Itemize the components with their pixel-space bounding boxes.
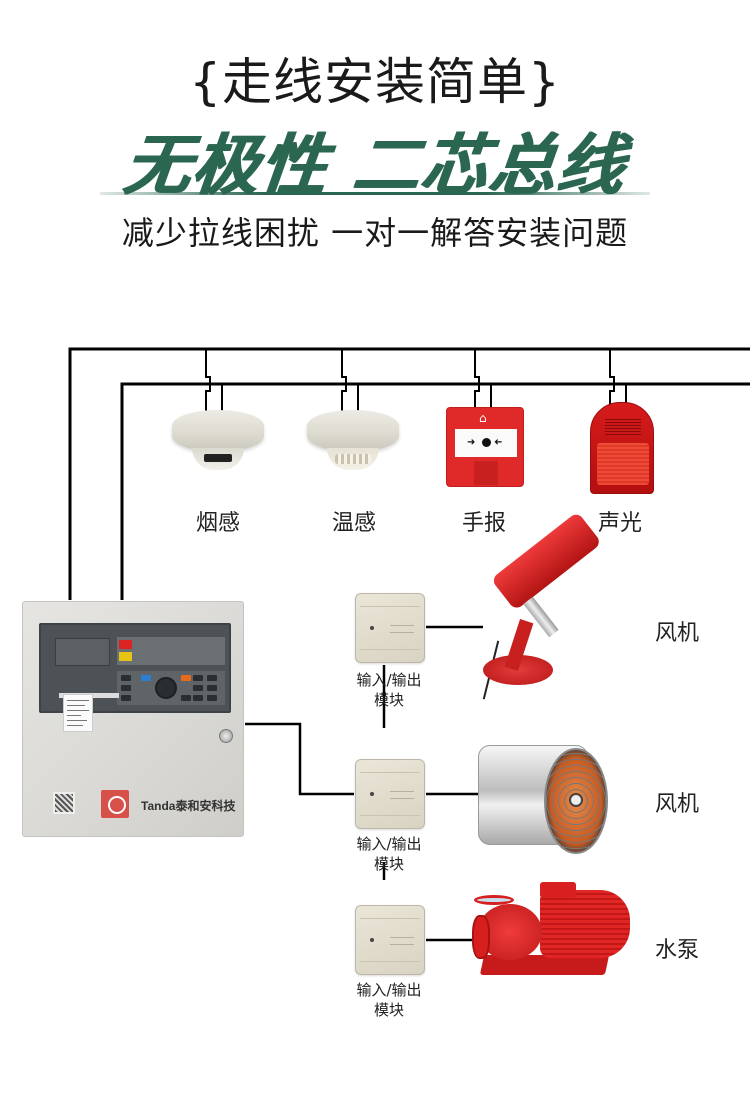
equipment-label: 风机	[655, 792, 700, 817]
panel-to-module-line	[245, 722, 354, 796]
manual-call-point-icon: ⌂ ➜ ➜	[446, 407, 524, 487]
qr-code-icon	[53, 792, 75, 814]
status-indicators	[117, 637, 225, 665]
io-module-label: 输入/输出 模块	[356, 981, 422, 1019]
io-module-label: 输入/输出 模块	[356, 671, 422, 709]
drop-sounder-a	[609, 349, 615, 404]
drop-smoke-a	[205, 349, 211, 412]
brand-name: Tanda泰和安科技	[141, 799, 236, 813]
house-fire-icon: ⌂	[479, 411, 487, 425]
fire-alarm-control-panel-icon: Tanda泰和安科技	[22, 601, 244, 837]
sounder-strobe-label: 声光	[597, 511, 642, 536]
io-module-icon	[355, 593, 425, 663]
lcd-screen	[55, 638, 110, 666]
smoke-detector-label: 烟感	[195, 511, 240, 536]
keypad	[117, 671, 225, 705]
bus-line-inner	[120, 382, 750, 600]
brand-logo-icon	[101, 790, 129, 818]
sounder-strobe-icon	[590, 402, 654, 494]
printer-receipt	[63, 694, 93, 732]
manual-call-point-label: 手报	[461, 511, 506, 536]
smoke-detector-icon	[170, 410, 266, 480]
header-title: {走线安装简单}	[189, 53, 561, 111]
io-module-icon	[355, 759, 425, 829]
equipment-label: 风机	[655, 621, 700, 646]
bus-line-outer	[68, 347, 750, 600]
header-subtitle: 减少拉线困扰 一对一解答安装问题	[121, 214, 629, 252]
drop-heat-a	[341, 349, 347, 412]
drop-callpoint-a	[474, 349, 480, 408]
equipment-label: 水泵	[655, 938, 700, 963]
header-divider	[100, 192, 650, 195]
heat-detector-label: 温感	[331, 511, 376, 536]
io-module-label: 输入/输出 模块	[356, 835, 422, 873]
key-lock-icon	[219, 729, 233, 743]
io-module-icon	[355, 905, 425, 975]
heat-detector-icon	[305, 410, 401, 480]
